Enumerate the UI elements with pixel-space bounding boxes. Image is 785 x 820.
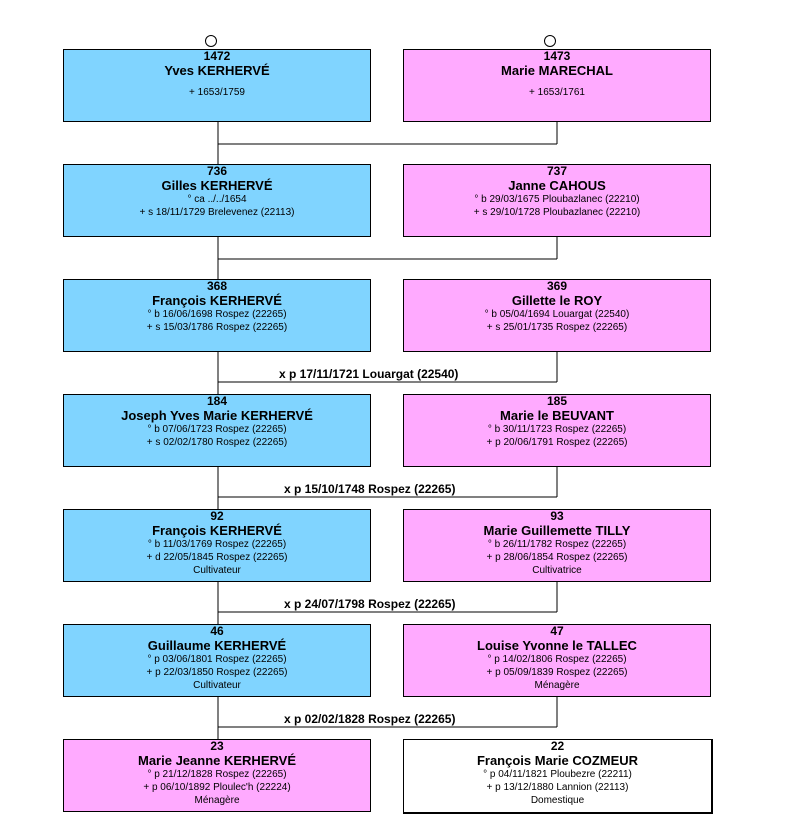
life-event: ° ca ../../1654 xyxy=(187,194,247,205)
sosa-number: 93 xyxy=(550,509,564,523)
marriage-label: x p 15/10/1748 Rospez (22265) xyxy=(284,482,456,496)
life-event: + 1653/1761 xyxy=(529,87,585,98)
ancestor-circle-right xyxy=(544,35,556,47)
life-event: Cultivateur xyxy=(193,565,241,576)
person-name: Marie Jeanne KERHERVÉ xyxy=(138,753,296,768)
life-event: Ménagère xyxy=(194,795,240,806)
marriage-label: x p 02/02/1828 Rospez (22265) xyxy=(284,712,456,726)
person-name: François Marie COZMEUR xyxy=(476,753,639,768)
life-event: ° b 07/06/1723 Rospez (22265) xyxy=(147,424,287,435)
life-event: Cultivatrice xyxy=(532,565,582,576)
life-event: ° p 03/06/1801 Rospez (22265) xyxy=(147,654,287,665)
life-event: ° p 14/02/1806 Rospez (22265) xyxy=(487,654,627,665)
life-event: + s 25/01/1735 Rospez (22265) xyxy=(486,322,628,333)
person-name: Marie Guillemette TILLY xyxy=(483,523,631,538)
life-event: ° b 11/03/1769 Rospez (22265) xyxy=(147,539,287,550)
spacer xyxy=(404,78,710,86)
life-event: ° p 21/12/1828 Rospez (22265) xyxy=(147,769,287,780)
life-event: + s 18/11/1729 Brelevenez (22113) xyxy=(139,207,295,218)
person-name: Gillette le ROY xyxy=(511,293,603,308)
sosa-number: 368 xyxy=(206,279,228,293)
life-event: ° b 16/06/1698 Rospez (22265) xyxy=(147,309,287,320)
life-event: + p 20/06/1791 Rospez (22265) xyxy=(486,437,628,448)
sosa-number: 737 xyxy=(546,164,568,178)
life-event: ° b 26/11/1782 Rospez (22265) xyxy=(487,539,627,550)
sosa-number: 46 xyxy=(210,624,224,638)
life-event: + p 06/10/1892 Ploulec'h (22224) xyxy=(143,782,291,793)
sosa-number: 1472 xyxy=(203,49,231,63)
person-name: Yves KERHERVÉ xyxy=(164,63,270,78)
life-event: + 1653/1759 xyxy=(189,87,245,98)
life-event: + d 22/05/1845 Rospez (22265) xyxy=(146,552,288,563)
life-event: Cultivateur xyxy=(193,680,241,691)
life-event: + p 13/12/1880 Lannion (22113) xyxy=(486,782,629,793)
person-name: François KERHERVÉ xyxy=(152,523,282,538)
sosa-number: 369 xyxy=(546,279,568,293)
life-event: + p 22/03/1850 Rospez (22265) xyxy=(146,667,288,678)
life-event: + p 05/09/1839 Rospez (22265) xyxy=(486,667,628,678)
sosa-number: 22 xyxy=(550,739,565,753)
life-event: + p 28/06/1854 Rospez (22265) xyxy=(486,552,628,563)
person-name: Joseph Yves Marie KERHERVÉ xyxy=(121,408,313,423)
life-event: ° b 30/11/1723 Rospez (22265) xyxy=(487,424,627,435)
person-name: Louise Yvonne le TALLEC xyxy=(477,638,637,653)
life-event: + s 15/03/1786 Rospez (22265) xyxy=(146,322,288,333)
sosa-number: 47 xyxy=(550,624,564,638)
person-name: Gilles KERHERVÉ xyxy=(161,178,273,193)
sosa-number: 736 xyxy=(206,164,228,178)
person-name: Guillaume KERHERVÉ xyxy=(147,638,287,653)
sosa-number: 184 xyxy=(206,394,228,408)
sosa-number: 23 xyxy=(210,739,224,753)
life-event: Domestique xyxy=(530,795,585,806)
life-event: + s 02/02/1780 Rospez (22265) xyxy=(146,437,288,448)
life-event: ° p 04/11/1821 Ploubezre (22211) xyxy=(483,769,632,780)
marriage-label: x p 17/11/1721 Louargat (22540) xyxy=(279,367,459,381)
sosa-number: 185 xyxy=(546,394,568,408)
marriage-label: x p 24/07/1798 Rospez (22265) xyxy=(284,597,456,611)
sosa-number: 92 xyxy=(210,509,224,523)
ancestor-circle-left xyxy=(205,35,217,47)
person-name: Janne CAHOUS xyxy=(508,178,606,193)
life-event: ° b 29/03/1675 Ploubazlanec (22210) xyxy=(474,194,640,205)
sosa-number: 1473 xyxy=(543,49,571,63)
person-name: François KERHERVÉ xyxy=(152,293,282,308)
person-name: Marie MARECHAL xyxy=(501,63,613,78)
life-event: + s 29/10/1728 Ploubazlanec (22210) xyxy=(473,207,641,218)
life-event: ° b 05/04/1694 Louargat (22540) xyxy=(484,309,630,320)
spacer xyxy=(64,78,370,86)
person-name: Marie le BEUVANT xyxy=(500,408,614,423)
life-event: Ménagère xyxy=(534,680,580,691)
